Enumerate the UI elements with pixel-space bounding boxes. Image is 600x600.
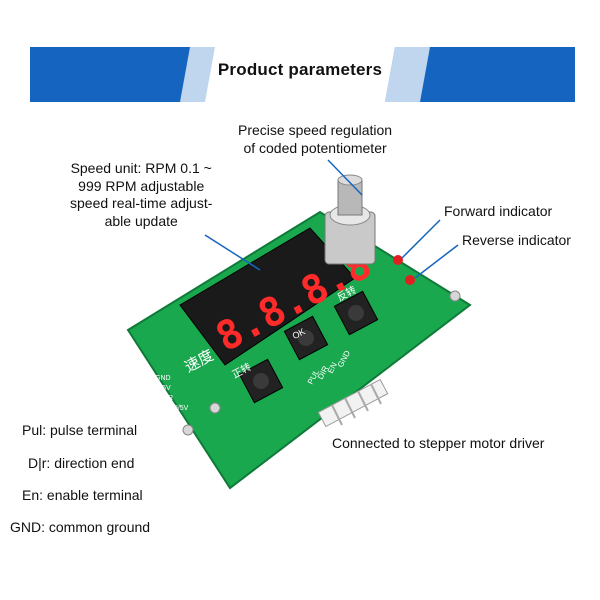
pin-left-1: GND xyxy=(155,375,171,382)
label-speed-line4: able update xyxy=(104,212,178,229)
label-speed-line3: speed real-time adjust- xyxy=(70,195,213,211)
label-pul: Pul: pulse terminal xyxy=(22,422,138,438)
pin-header xyxy=(317,378,389,428)
label-speed-unit: Speed unit: RPM 0.1 ~ 999 RPM adjustable… xyxy=(70,160,212,230)
header-pin xyxy=(344,397,356,419)
ok-button-cap xyxy=(298,330,314,346)
potentiometer-knob-top xyxy=(337,174,363,186)
pin-left-2: +5V xyxy=(158,385,171,392)
forward-button-cap xyxy=(253,373,269,389)
forward-led xyxy=(393,255,403,265)
header-pin xyxy=(370,383,382,405)
label-reverse-indicator: Reverse indicator xyxy=(462,232,571,248)
label-motor-driver: Connected to stepper motor driver xyxy=(332,435,545,451)
label-speed-line1: Speed unit: RPM 0.1 ~ xyxy=(70,160,212,176)
label-potentiometer-line2: of coded potentiometer xyxy=(243,139,387,156)
reverse-button-cap xyxy=(348,305,364,321)
label-en: En: enable terminal xyxy=(22,487,143,503)
header-pin xyxy=(331,404,343,426)
banner-right-wing xyxy=(385,47,430,102)
banner-title: Product parameters xyxy=(217,60,383,79)
label-potentiometer-line1: Precise speed regulation xyxy=(238,122,393,138)
mount-hole xyxy=(449,290,461,302)
display-module xyxy=(179,227,356,366)
label-gnd: GND: common ground xyxy=(10,519,151,535)
label-speed-line2: 999 RPM adjustable xyxy=(78,177,205,194)
reverse-led xyxy=(405,275,415,285)
label-dir: D|r: direction end xyxy=(28,455,135,471)
header-pin xyxy=(357,390,369,412)
pin-left-4: +3.0/5V xyxy=(164,405,189,412)
label-potentiometer: Precise speed regulation of coded potent… xyxy=(238,122,392,157)
mount-hole xyxy=(209,402,221,414)
header-banner xyxy=(30,47,575,102)
mount-hole xyxy=(182,424,194,436)
label-forward-indicator: Forward indicator xyxy=(444,203,553,219)
pin-left-3: DIR xyxy=(161,395,173,402)
banner-title-plate xyxy=(205,47,395,102)
